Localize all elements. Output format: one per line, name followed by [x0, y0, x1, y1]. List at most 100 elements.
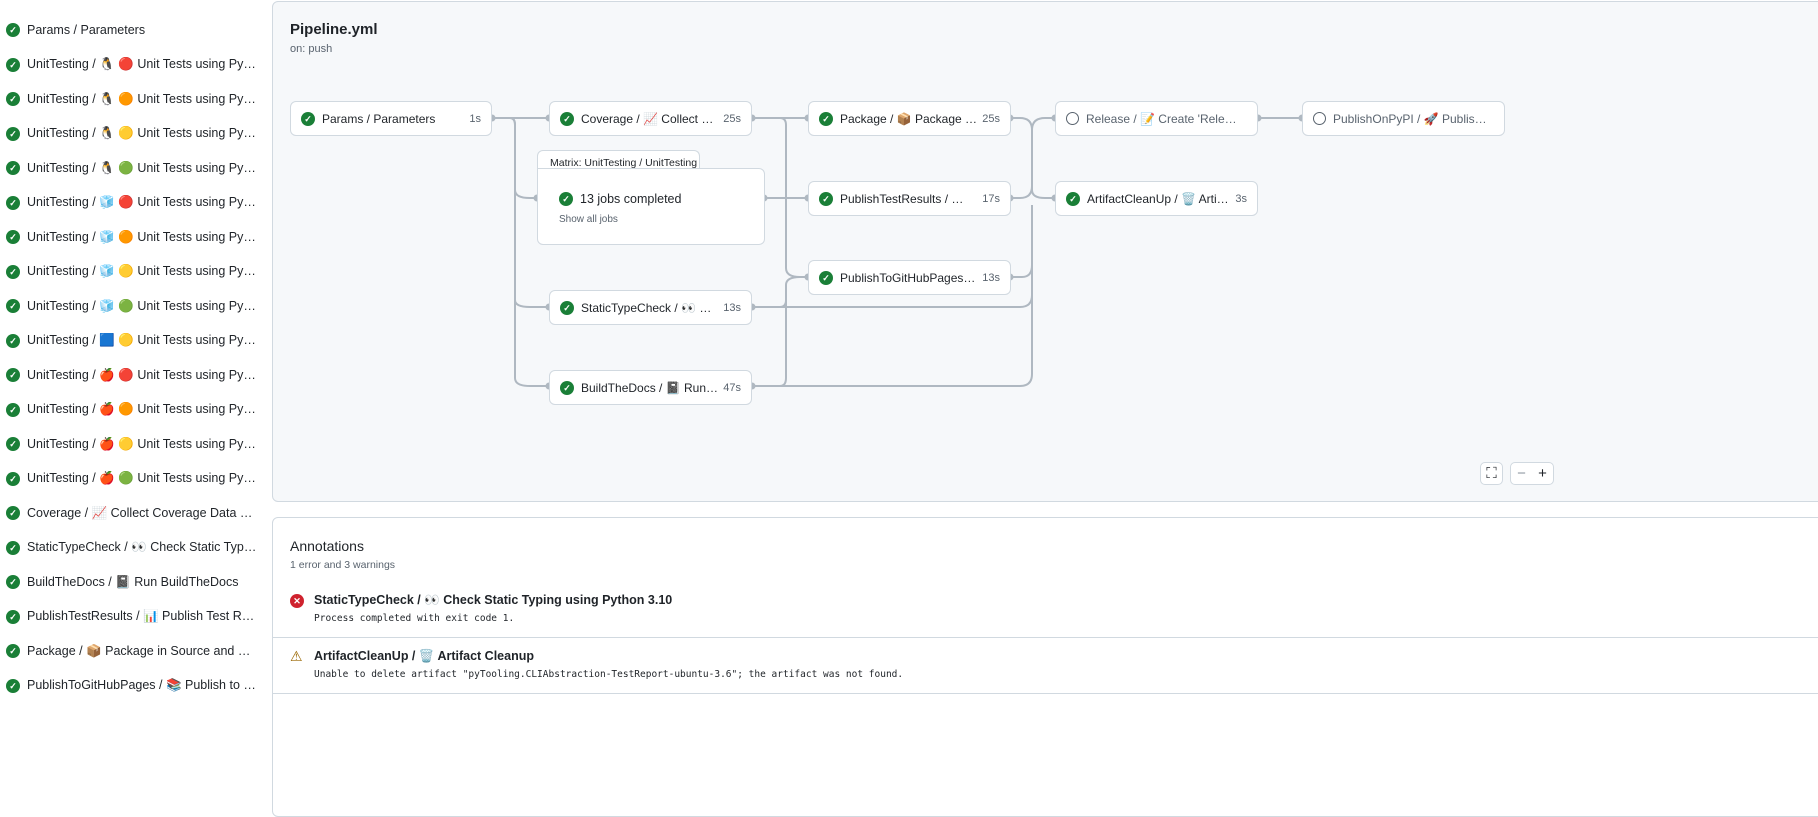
success-icon: ✓ [6, 368, 20, 383]
pending-icon [1066, 112, 1079, 125]
job-item[interactable]: ✓StaticTypeCheck / 👀 Check Static Typing… [0, 531, 268, 566]
success-icon: ✓ [6, 23, 20, 38]
job-node-pypi[interactable]: PublishOnPyPI / 🚀 Publish to PyPI [1302, 101, 1505, 136]
job-label: PublishTestResults / 📊 Publish Test Resu… [27, 609, 259, 624]
job-label: UnitTesting / 🐧 🟠 Unit Tests using Pytho… [27, 91, 259, 106]
job-item[interactable]: ✓Package / 📦 Package in Source and Wheel… [0, 634, 268, 669]
job-node-testresults[interactable]: ✓ PublishTestResults / 📊 Publish Test Res… [808, 181, 1011, 216]
job-label: UnitTesting / 🍎 🟠 Unit Tests using Pytho… [27, 402, 259, 417]
job-item[interactable]: ✓ UnitTesting / 🍎 🟢 Unit Tests using Pyth… [0, 462, 268, 497]
job-item[interactable]: ✓ UnitTesting / 🐧 🔴 Unit Tests using Pyth… [0, 48, 268, 83]
job-duration: 17s [982, 192, 1000, 205]
success-icon: ✓ [1066, 191, 1080, 206]
success-icon: ✓ [6, 161, 20, 176]
job-label: UnitTesting / 🐧 🟢 Unit Tests using Pytho… [27, 160, 259, 175]
success-icon: ✓ [6, 57, 20, 72]
job-node-cleanup[interactable]: ✓ArtifactCleanUp / 🗑️ Artifact Cleanup3s [1055, 181, 1258, 216]
job-item[interactable]: ✓ UnitTesting / 🐧 🟠 Unit Tests using Pyth… [0, 82, 268, 117]
job-label: PublishToGitHubPages / 📚 Publish to GitH… [27, 678, 259, 693]
error-icon: ✕ [290, 594, 304, 608]
warning-icon: ⚠ [290, 648, 303, 664]
job-label: Package / 📦 Package in Source and Wheel … [27, 643, 259, 658]
job-label: StaticTypeCheck / 👀 Check Static Typing … [27, 540, 259, 555]
job-node-label: PublishToGitHubPages / 📚 Publish to GitH… [840, 270, 978, 285]
job-item[interactable]: ✓UnitTesting / 🧊 🔴 Unit Tests using Pyth… [0, 186, 268, 221]
divider [273, 637, 1818, 638]
divider [273, 693, 1818, 694]
job-item[interactable]: ✓BuildTheDocs / 📓 Run BuildTheDocs [0, 565, 268, 600]
job-item[interactable]: ✓ UnitTesting / 🍎 🔴 Unit Tests using Pyth… [0, 358, 268, 393]
success-icon: ✓ [6, 92, 20, 107]
job-duration: 3s [1235, 192, 1247, 205]
annotation-error[interactable]: ✕ StaticTypeCheck / 👀 Check Static Typin… [290, 593, 672, 624]
job-node-package[interactable]: ✓Package / 📦 Package in Source and Wheel… [808, 101, 1011, 136]
job-node-label: Params / Parameters [322, 111, 436, 126]
job-label: UnitTesting / 🍎 🟡 Unit Tests using Pytho… [27, 436, 259, 451]
job-item[interactable]: ✓ UnitTesting / 🐧 🟡 Unit Tests using Pyth… [0, 117, 268, 152]
job-item[interactable]: ✓ UnitTesting / 🐧 🟢 Unit Tests using Pyth… [0, 151, 268, 186]
job-node-static[interactable]: ✓StaticTypeCheck / 👀 Check Static Typing… [549, 290, 752, 325]
annotation-message: Process completed with exit code 1. [314, 613, 515, 624]
job-duration: 1s [469, 112, 481, 125]
job-item[interactable]: ✓UnitTesting / 🟦 🟡 Unit Tests using Pyth… [0, 324, 268, 359]
matrix-group[interactable]: ✓ 13 jobs completed Show all jobs [537, 168, 765, 245]
success-icon: ✓ [6, 471, 20, 486]
job-node-label: PublishTestResults / 📊 Publish Test Resu… [840, 191, 978, 206]
job-label: UnitTesting / 🐧 🔴 Unit Tests using Pytho… [27, 57, 259, 72]
zoom-in-button[interactable]: + [1538, 465, 1547, 482]
matrix-summary: 13 jobs completed [580, 192, 682, 206]
job-item[interactable]: ✓ UnitTesting / 🍎 🟡 Unit Tests using Pyth… [0, 427, 268, 462]
job-label: UnitTesting / 🍎 🟢 Unit Tests using Pytho… [27, 471, 259, 486]
job-item[interactable]: ✓UnitTesting / 🧊 🟡 Unit Tests using Pyth… [0, 255, 268, 290]
job-list: ✓Params / Parameters✓UnitTesting / 🐧 🔴 U… [0, 13, 268, 703]
job-node-docs[interactable]: ✓ BuildTheDocs / 📓 Run BuildTheDocs 47s [549, 370, 752, 405]
job-label: BuildTheDocs / 📓 Run BuildTheDocs [27, 574, 239, 589]
job-node-label: StaticTypeCheck / 👀 Check Static Typing … [581, 300, 719, 315]
job-duration: 13s [982, 271, 1000, 284]
job-item[interactable]: ✓ UnitTesting / 🧊 🟢 Unit Tests using Pyth… [0, 289, 268, 324]
annotation-message: Unable to delete artifact "pyTooling.CLI… [314, 669, 904, 680]
success-icon: ✓ [6, 126, 20, 141]
success-icon: ✓ [6, 230, 20, 245]
zoom-controls: − + [1510, 462, 1554, 485]
job-node-coverage[interactable]: ✓Coverage / 📈 Collect Coverage Data usin… [549, 101, 752, 136]
success-icon: ✓ [819, 191, 833, 206]
job-item[interactable]: ✓UnitTesting / 🧊 🟠 Unit Tests using Pyth… [0, 220, 268, 255]
job-node-label: BuildTheDocs / 📓 Run BuildTheDocs [581, 380, 719, 395]
success-icon: ✓ [6, 299, 20, 314]
zoom-out-button[interactable]: − [1517, 465, 1526, 482]
job-node-label: Release / 📝 Create 'Release Page' on Git… [1086, 111, 1243, 126]
success-icon: ✓ [6, 333, 20, 348]
job-item[interactable]: ✓ PublishTestResults / 📊 Publish Test Res… [0, 600, 268, 635]
success-icon: ✓ [6, 609, 20, 624]
success-icon: ✓ [301, 111, 315, 126]
job-item[interactable]: ✓ UnitTesting / 🍎 🟠 Unit Tests using Pyth… [0, 393, 268, 428]
job-label: UnitTesting / 🐧 🟡 Unit Tests using Pytho… [27, 126, 259, 141]
job-node-ghpages[interactable]: ✓ PublishToGitHubPages / 📚 Publish to Git… [808, 260, 1011, 295]
annotations-title: Annotations [290, 538, 364, 554]
success-icon: ✓ [6, 437, 20, 452]
job-item[interactable]: ✓ PublishToGitHubPages / 📚 Publish to Git… [0, 669, 268, 704]
job-duration: 47s [723, 381, 741, 394]
job-label: UnitTesting / 🧊 🟢 Unit Tests using Pytho… [27, 298, 259, 313]
job-item[interactable]: ✓Params / Parameters [0, 13, 268, 48]
success-icon: ✓ [6, 264, 20, 279]
show-all-jobs-link[interactable]: Show all jobs [559, 214, 618, 225]
fullscreen-button[interactable]: ⛶ [1480, 462, 1503, 485]
annotation-title[interactable]: ArtifactCleanUp / 🗑️ Artifact Cleanup [314, 649, 534, 663]
success-icon: ✓ [819, 270, 833, 285]
matrix-title: Matrix: UnitTesting / UnitTesting [537, 150, 700, 169]
job-duration: 13s [723, 301, 741, 314]
job-item[interactable]: ✓Coverage / 📈 Collect Coverage Data usin… [0, 496, 268, 531]
workflow-title: Pipeline.yml [290, 21, 378, 38]
success-icon: ✓ [560, 111, 574, 126]
success-icon: ✓ [6, 506, 20, 521]
success-icon: ✓ [6, 402, 20, 417]
annotation-warning[interactable]: ⚠ ArtifactCleanUp / 🗑️ Artifact Cleanup … [290, 649, 903, 680]
job-node-params[interactable]: ✓ Params / Parameters 1s [290, 101, 492, 136]
job-label: UnitTesting / 🍎 🔴 Unit Tests using Pytho… [27, 367, 259, 382]
success-icon: ✓ [6, 678, 20, 693]
job-node-release[interactable]: Release / 📝 Create 'Release Page' on Git… [1055, 101, 1258, 136]
success-icon: ✓ [560, 380, 574, 395]
annotation-title[interactable]: StaticTypeCheck / 👀 Check Static Typing … [314, 593, 673, 607]
